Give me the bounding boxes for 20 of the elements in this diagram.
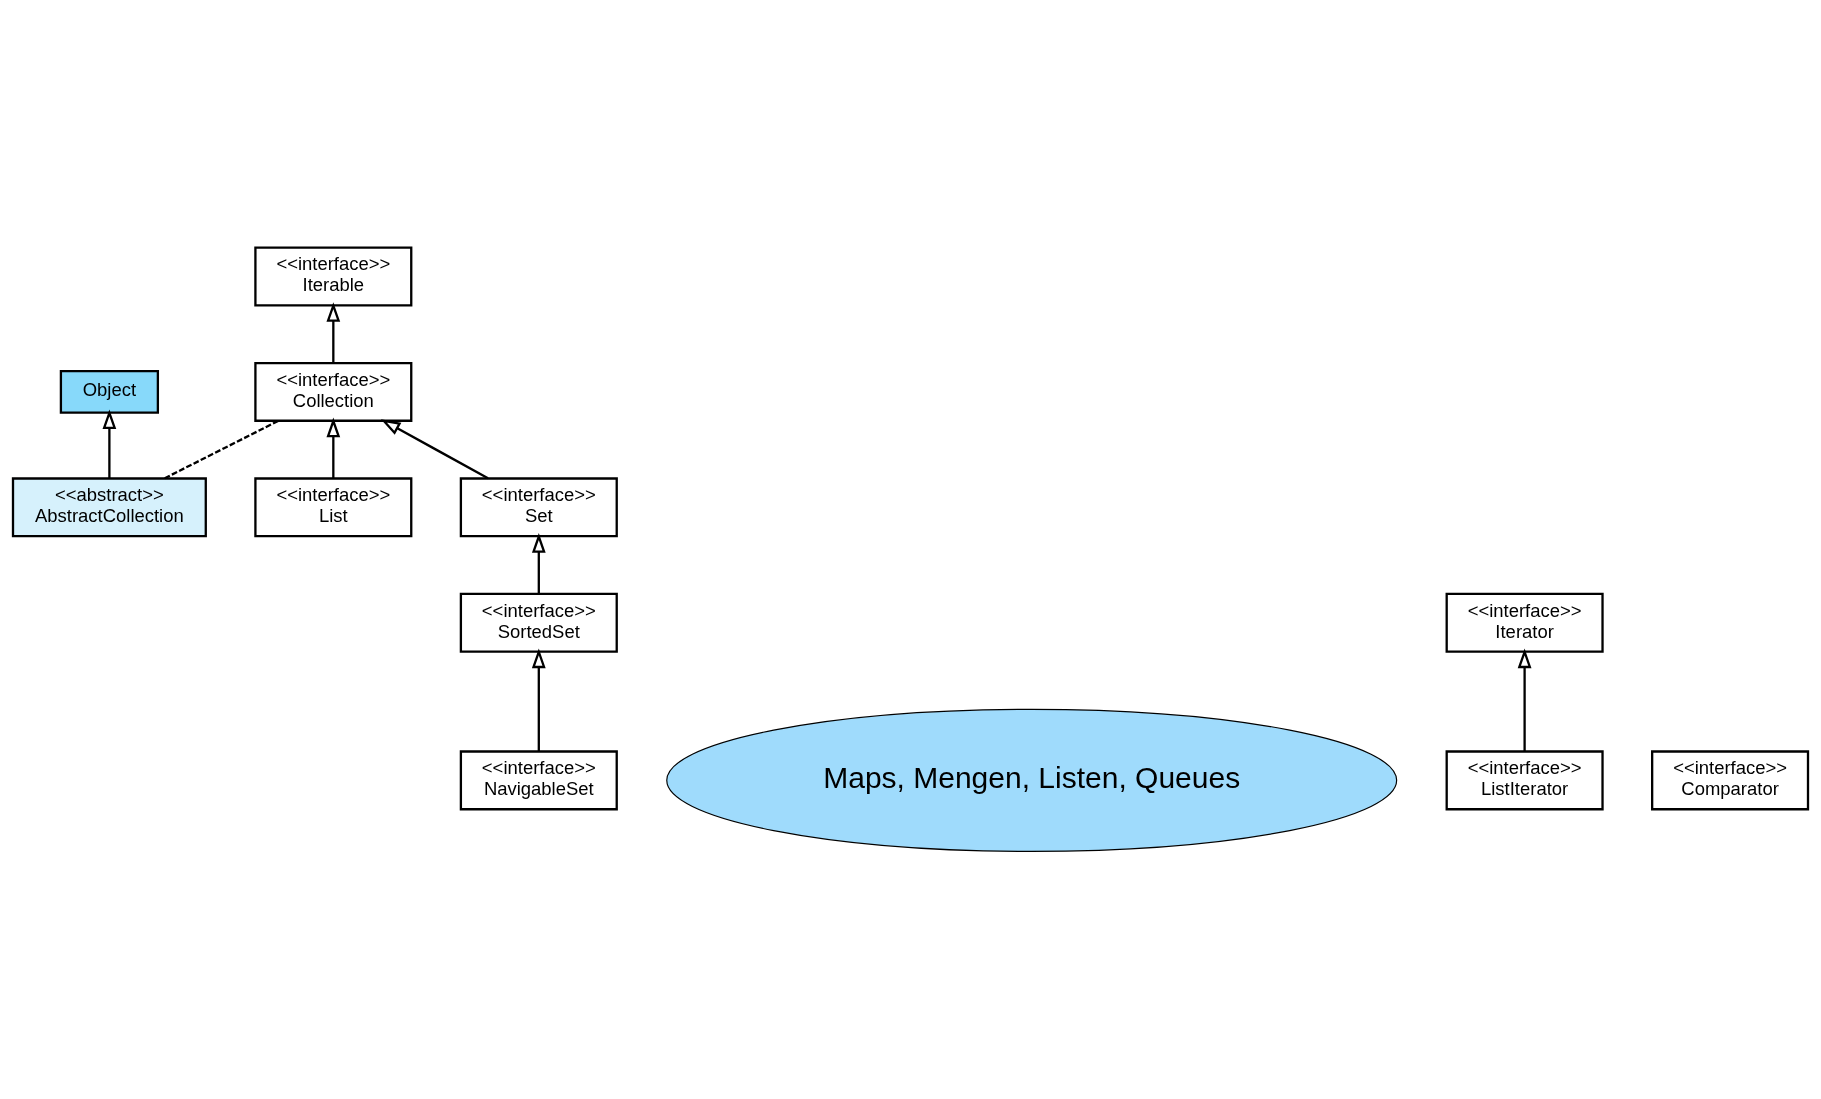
node-box: <<interface>> List [254, 477, 413, 538]
node-box: <<interface>> NavigableSet [459, 750, 618, 811]
arrow [1517, 648, 1532, 752]
arrow [531, 648, 546, 752]
connector [164, 419, 279, 480]
node-box: <<interface>> Iterable [254, 246, 413, 307]
arrow [102, 409, 117, 479]
node-ellipse: Maps, Mengen, Listen, Queues [666, 708, 1398, 852]
node-box: <<interface>> Iterator [1445, 592, 1604, 653]
node-box: <<abstract>> AbstractCollection [11, 477, 207, 538]
node-box: <<interface>> ListIterator [1445, 750, 1604, 811]
arrow [531, 533, 546, 594]
node-box: Object [59, 369, 160, 414]
node-box: <<interface>> Comparator [1651, 750, 1810, 811]
arrow [326, 302, 341, 363]
arrow [380, 419, 489, 480]
node-box: <<interface>> Set [459, 477, 618, 538]
arrow [326, 417, 341, 479]
node-box: <<interface>> Collection [254, 361, 413, 422]
node-box: <<interface>> SortedSet [459, 592, 618, 653]
